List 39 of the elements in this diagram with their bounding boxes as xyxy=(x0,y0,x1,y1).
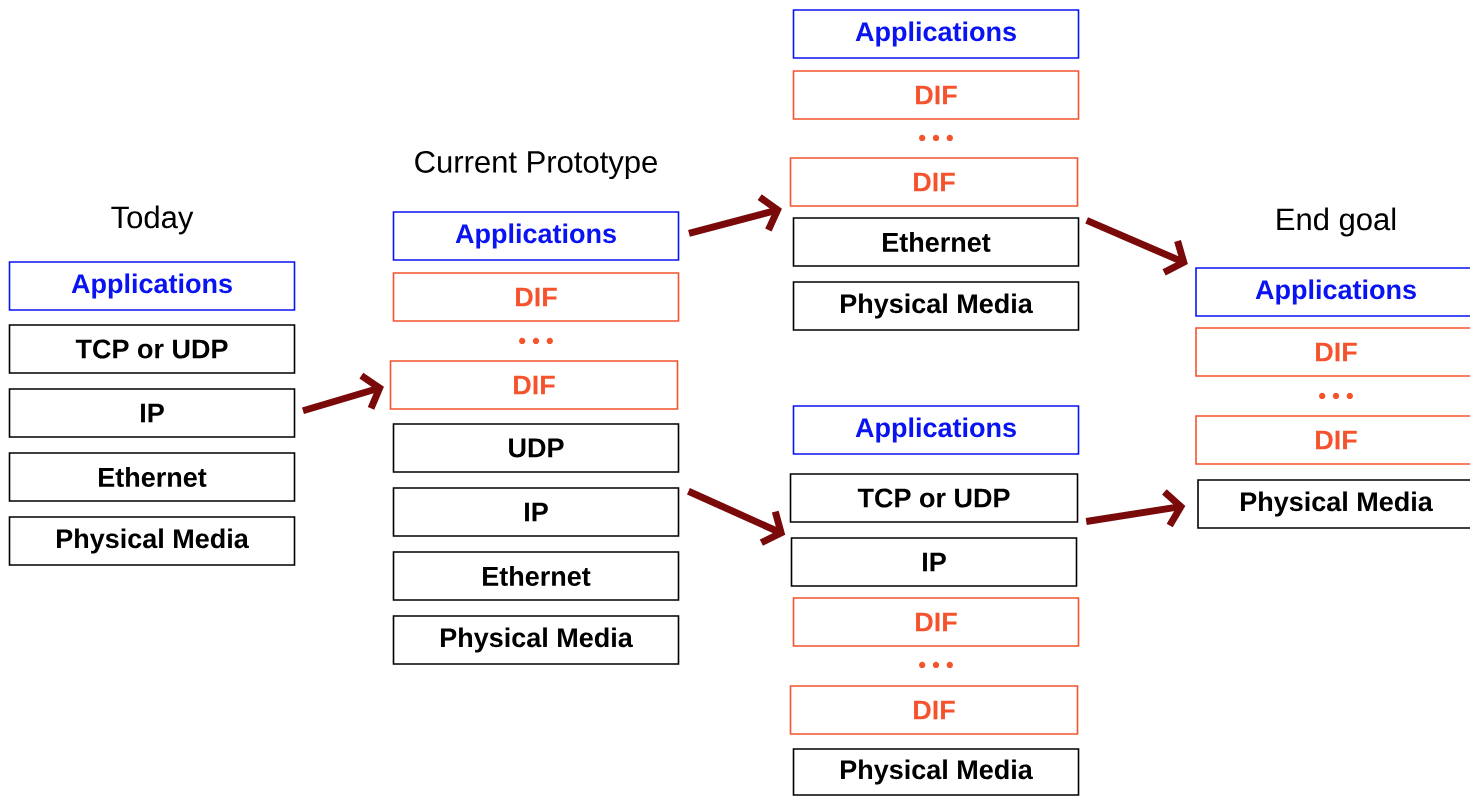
layer-box: Physical Media xyxy=(792,281,1080,331)
layer-box: DIF xyxy=(389,360,679,410)
layer-box: IP xyxy=(8,388,296,438)
layer-box: Physical Media xyxy=(1197,479,1470,529)
layer-box: DIF xyxy=(392,272,680,322)
layer-box: UDP xyxy=(392,423,680,473)
layer-box: Ethernet xyxy=(8,452,296,502)
layer-box: IP xyxy=(790,537,1078,587)
layer-box: DIF xyxy=(789,157,1079,207)
ellipsis: • • • xyxy=(919,661,953,669)
ellipsis: • • • xyxy=(519,337,553,345)
arrow xyxy=(1085,489,1186,528)
arrow xyxy=(302,372,384,415)
arrow xyxy=(688,194,782,237)
arrow xyxy=(687,488,786,546)
ellipsis: • • • xyxy=(1319,392,1353,400)
stack-heading: End goal xyxy=(1277,207,1396,237)
layer-box: DIF xyxy=(789,685,1079,735)
layer-box: Physical Media xyxy=(392,615,680,665)
layer-box: Applications xyxy=(792,405,1080,455)
layer-box: TCP or UDP xyxy=(8,324,296,374)
ellipsis: • • • xyxy=(919,134,953,142)
layer-box: Applications xyxy=(392,211,680,261)
arrow xyxy=(1085,217,1188,276)
layer-box: Applications xyxy=(8,261,296,311)
layer-box: DIF xyxy=(792,597,1080,647)
layer-box: Physical Media xyxy=(8,516,296,566)
stack-heading: Current Prototype xyxy=(415,150,657,180)
layer-box: Ethernet xyxy=(792,217,1080,267)
stack-heading: Today xyxy=(111,205,194,235)
layer-box: Applications xyxy=(1195,267,1470,317)
layer-box: DIF xyxy=(1195,327,1470,377)
layer-box: Applications xyxy=(792,9,1080,59)
layer-box: TCP or UDP xyxy=(789,473,1079,523)
layer-box: IP xyxy=(392,487,680,537)
layer-box: DIF xyxy=(792,70,1080,120)
layer-box: Physical Media xyxy=(792,748,1080,796)
layer-box: Ethernet xyxy=(392,551,680,601)
layer-box: DIF xyxy=(1195,415,1470,465)
